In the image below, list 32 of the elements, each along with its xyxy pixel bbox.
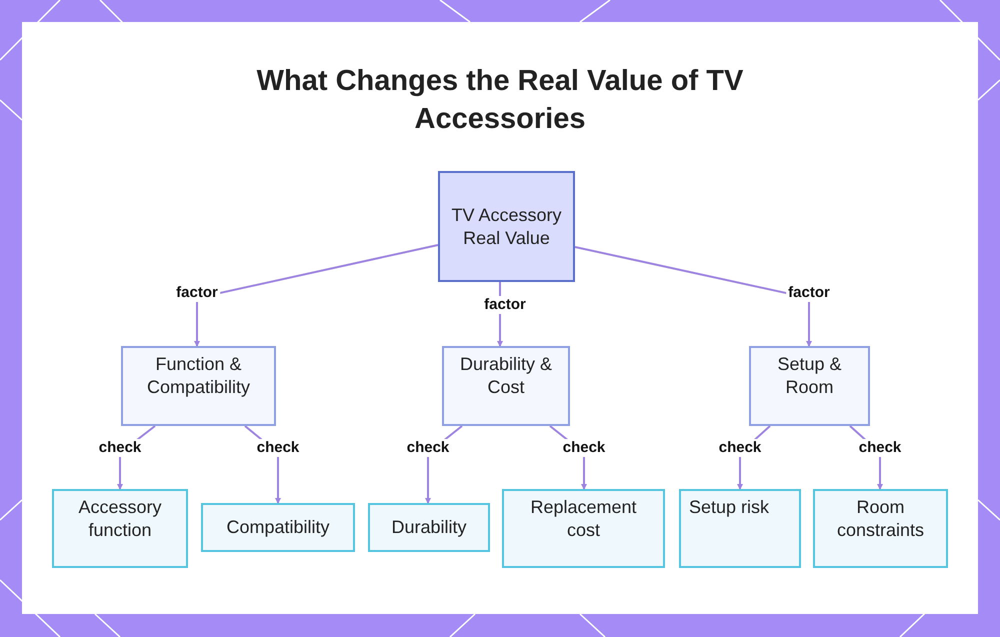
edge-label: factor: [786, 284, 832, 302]
node-text: TV Accessory Real Value: [450, 204, 563, 250]
item-box: [502, 489, 665, 568]
edge-label: check: [716, 439, 764, 457]
node-text: Durability & Cost: [458, 353, 554, 399]
node-text: Compatibility: [225, 516, 331, 539]
item-box: [813, 489, 948, 568]
item-box: [201, 503, 355, 552]
edge-label: factor: [174, 284, 220, 302]
edge-label: check: [856, 439, 904, 457]
node-text: Durability: [390, 516, 468, 539]
node-text: Room constraints: [836, 496, 926, 542]
node-text: Accessory function: [77, 496, 163, 542]
diagram-title: What Changes the Real Value of TV Accessories: [256, 64, 744, 137]
item-box: [679, 489, 801, 568]
edge-label: check: [254, 439, 302, 457]
edge-label: check: [560, 439, 608, 457]
node-text: Setup risk: [688, 496, 770, 519]
root-box: [438, 171, 575, 282]
category-box: [442, 346, 570, 426]
item-box: [52, 489, 188, 568]
node-text: Function & Compatibility: [146, 353, 252, 399]
node-text: Replacement cost: [529, 496, 638, 542]
category-box: [121, 346, 276, 426]
connector-arrow: [194, 244, 438, 347]
category-box: [749, 346, 870, 426]
item-box: [368, 503, 490, 552]
node-text: Setup & Room: [776, 353, 843, 399]
edge-label: check: [404, 439, 452, 457]
edge-label: factor: [482, 296, 528, 314]
connector-arrow: [574, 246, 812, 347]
edge-label: check: [96, 439, 144, 457]
